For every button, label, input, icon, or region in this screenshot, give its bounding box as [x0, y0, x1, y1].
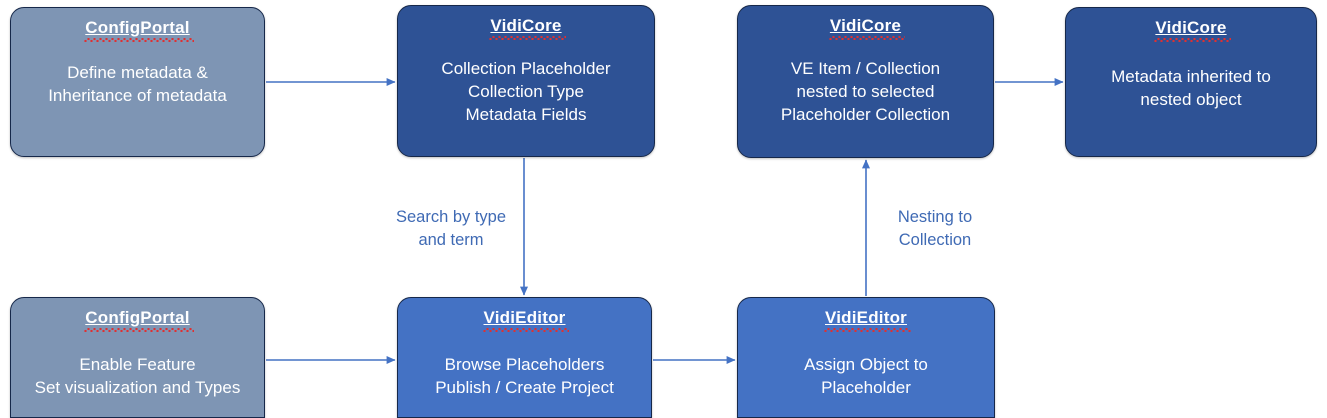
node-title: VidiCore — [828, 16, 906, 40]
node-vidicore-metadata-inherited[interactable]: VidiCore Metadata inherited to nested ob… — [1065, 7, 1317, 157]
node-title: VidiEditor — [824, 308, 911, 332]
node-body: Collection Placeholder Collection Type M… — [441, 59, 611, 124]
node-configportal-enable-feature[interactable]: ConfigPortal Enable Feature Set visualiz… — [10, 297, 265, 418]
node-videditor-browse-placeholders[interactable]: VidiEditor Browse Placeholders Publish /… — [397, 297, 652, 418]
node-body: Assign Object to Placeholder — [804, 355, 928, 397]
node-title: ConfigPortal — [84, 18, 195, 42]
node-vidicore-collection-placeholder[interactable]: VidiCore Collection Placeholder Collecti… — [397, 5, 655, 157]
edge-label-nesting-to-collection: Nesting to Collection — [897, 208, 973, 250]
node-configportal-metadata[interactable]: ConfigPortal Define metadata & Inheritan… — [10, 7, 265, 157]
node-body: VE Item / Collection nested to selected … — [780, 59, 951, 124]
node-body: Browse Placeholders Publish / Create Pro… — [435, 355, 614, 397]
node-title: ConfigPortal — [84, 308, 195, 332]
node-body: Enable Feature Set visualization and Typ… — [34, 355, 241, 397]
node-body: Define metadata & Inheritance of metadat… — [48, 63, 227, 105]
node-title: VidiCore — [1154, 18, 1231, 42]
node-videditor-assign-object[interactable]: VidiEditor Assign Object to Placeholder — [737, 297, 995, 418]
edge-label-search-by-type-and-term: Search by type and term — [395, 208, 507, 250]
node-title: VidiCore — [489, 16, 566, 40]
node-vidicore-ve-item-nested[interactable]: VidiCore VE Item / Collection nested to … — [737, 5, 994, 158]
node-title: VidiEditor — [482, 308, 570, 332]
node-body: Metadata inherited to nested object — [1111, 67, 1271, 109]
